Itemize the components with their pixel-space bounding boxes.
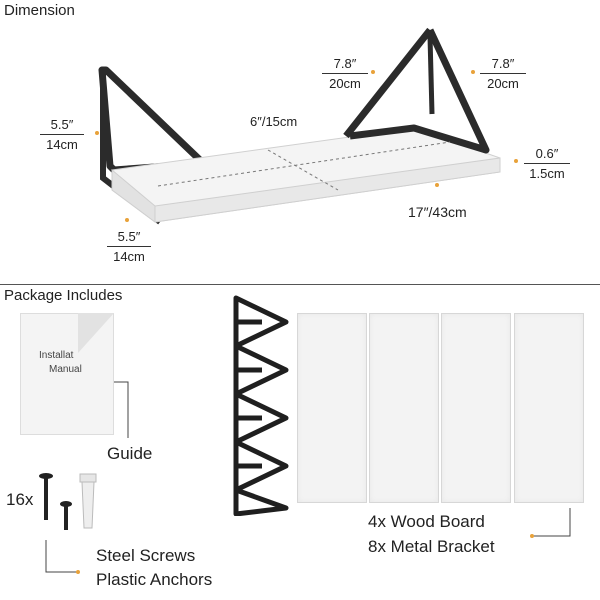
marker-dot (371, 70, 375, 74)
screws-callout-line (45, 540, 78, 573)
screw-count: 16x (6, 490, 34, 509)
boards-label-line1: 4x Wood Board (368, 512, 485, 531)
right-bracket (343, 27, 490, 154)
plastic-anchor-icon (79, 473, 97, 529)
bottom-depth-label: 5.5″ 14cm (107, 229, 151, 265)
screws-label-line1: Steel Screws (96, 546, 196, 565)
boards-label-line2: 8x Metal Bracket (368, 537, 495, 556)
installation-manual: Installat Manual (20, 313, 114, 435)
short-screw-icon (60, 501, 72, 530)
guide-callout-line (114, 381, 129, 438)
marker-dot (95, 131, 99, 135)
length-label: 17″/43cm (408, 204, 467, 220)
thickness-label: 0.6″ 1.5cm (524, 146, 570, 182)
left-bracket (98, 66, 204, 174)
marker-dot (76, 570, 80, 574)
wood-board (514, 313, 584, 503)
screws-and-anchors (39, 473, 97, 530)
screw-icon (39, 473, 53, 520)
bracket-icon (233, 487, 289, 516)
section-divider (0, 284, 600, 285)
wood-board (369, 313, 439, 503)
marker-dot (471, 70, 475, 74)
bracket-left-width-label: 7.8″ 20cm (322, 56, 368, 92)
shelf-depth-label: 6″/15cm (250, 114, 298, 129)
depth-dash-line (157, 141, 451, 187)
depth-dash-line-2 (267, 149, 339, 191)
marker-dot (530, 534, 534, 538)
manual-page-curl (78, 313, 114, 353)
wood-board (297, 313, 367, 503)
metal-brackets-stack (233, 295, 289, 516)
guide-label: Guide (107, 444, 153, 463)
bracket-right-width-label: 7.8″ 20cm (480, 56, 526, 92)
shelf-illustration (98, 27, 501, 225)
shelf-board-side (111, 168, 156, 223)
boards-callout-line (532, 508, 571, 537)
left-height-label: 5.5″ 14cm (40, 117, 84, 153)
screws-label-line2: Plastic Anchors (96, 570, 213, 589)
wood-board (441, 313, 511, 503)
marker-dot (125, 218, 129, 222)
package-title: Package Includes (4, 287, 123, 304)
right-bracket-center (427, 35, 435, 115)
marker-dot (514, 159, 518, 163)
dimension-title: Dimension (4, 2, 75, 19)
marker-dot (435, 183, 439, 187)
